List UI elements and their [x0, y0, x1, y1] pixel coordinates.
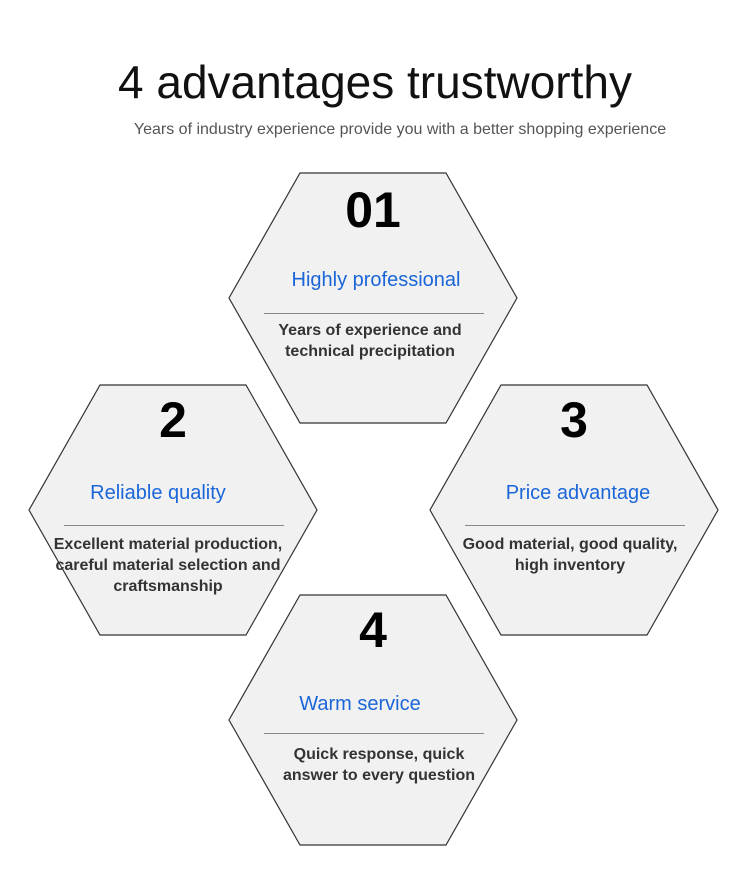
advantage-description: Excellent material production, careful m… — [53, 536, 283, 595]
advantage-divider — [64, 525, 284, 526]
advantage-divider — [264, 733, 484, 734]
advantage-number: 3 — [560, 392, 588, 448]
advantage-divider — [264, 313, 484, 314]
advantage-heading: Reliable quality — [90, 482, 226, 504]
advantage-heading: Highly professional — [291, 269, 461, 291]
page-subtitle: Years of industry experience provide you… — [133, 121, 667, 138]
hexagon-shape — [228, 594, 518, 846]
advantage-heading: Price advantage — [505, 482, 651, 504]
hexagon-shape — [429, 384, 719, 636]
hexagon-card-4: 4 Warm service Quick response, quick ans… — [228, 594, 518, 846]
advantage-heading: Warm service — [299, 693, 421, 715]
hexagon-card-3: 3 Price advantage Good material, good qu… — [429, 384, 719, 636]
advantage-divider — [465, 525, 685, 526]
advantage-number: 4 — [359, 602, 387, 658]
advantage-description: Years of experience and technical precip… — [278, 322, 462, 360]
advantage-number: 01 — [345, 182, 401, 238]
hexagon-card-2: 2 Reliable quality Excellent material pr… — [28, 384, 318, 636]
advantage-number: 2 — [159, 392, 187, 448]
advantage-description: Quick response, quick answer to every qu… — [282, 746, 476, 784]
hexagon-card-1: 01 Highly professional Years of experien… — [228, 172, 518, 424]
hexagon-shape — [28, 384, 318, 636]
advantage-description: Good material, good quality, high invent… — [462, 536, 678, 574]
page-title: 4 advantages trustworthy — [118, 56, 632, 108]
hexagon-shape — [228, 172, 518, 424]
